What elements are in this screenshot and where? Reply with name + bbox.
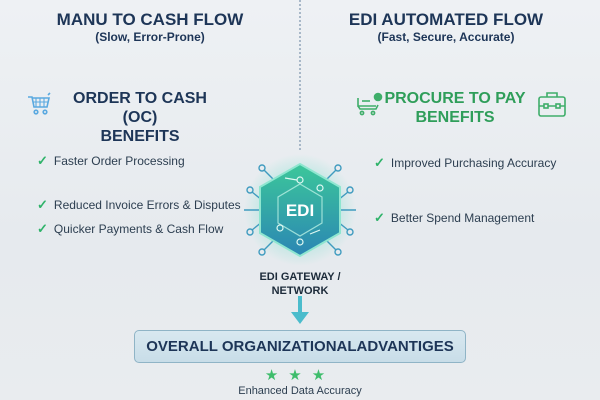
right-flow-title: EDI AUTOMATED FLOW bbox=[348, 10, 544, 29]
overall-advantages-banner: OVERALL ORGANIZATIONALADVANTIGES bbox=[134, 330, 466, 363]
benefit-label: Improved Purchasing Accuracy bbox=[390, 156, 557, 170]
rating-stars-icon: ★★★ bbox=[264, 367, 336, 384]
edi-gateway-icon: EDI bbox=[240, 150, 360, 275]
benefit-item: ✓ Reduced Invoice Errors & Disputes bbox=[37, 197, 241, 213]
center-divider bbox=[299, 0, 301, 150]
benefit-item: ✓ Quicker Payments & Cash Flow bbox=[37, 221, 223, 237]
benefit-label: Better Spend Management bbox=[390, 211, 535, 225]
right-flow-subtitle: (Fast, Secure, Accurate) bbox=[377, 30, 515, 44]
order-to-cash-title-line1: ORDER TO CASH (OC) bbox=[73, 90, 207, 126]
procure-to-pay-title: PROCURE TO PAY BENEFITS bbox=[380, 89, 530, 127]
checkmark-icon: ✓ bbox=[37, 221, 48, 236]
order-to-cash-title: ORDER TO CASH (OC) BENEFITS bbox=[55, 89, 225, 146]
shopping-cart-icon bbox=[26, 92, 52, 121]
order-to-cash-title-line2: BENEFITS bbox=[100, 128, 180, 145]
benefit-label: Faster Order Processing bbox=[53, 154, 185, 168]
enhanced-data-accuracy-caption: Enhanced Data Accuracy bbox=[238, 385, 362, 397]
benefit-item: ✓ Better Spend Management bbox=[374, 210, 534, 226]
checkmark-icon: ✓ bbox=[37, 153, 48, 168]
benefit-label: Reduced Invoice Errors & Disputes bbox=[53, 198, 241, 212]
down-arrow-icon bbox=[289, 296, 311, 331]
benefit-label: Quicker Payments & Cash Flow bbox=[53, 222, 224, 236]
checkmark-icon: ✓ bbox=[374, 210, 385, 225]
benefit-item: ✓ Improved Purchasing Accuracy bbox=[374, 155, 556, 171]
procurement-cart-icon bbox=[356, 92, 384, 121]
checkmark-icon: ✓ bbox=[374, 155, 385, 170]
edi-gateway-label-line1: EDI GATEWAY / bbox=[259, 271, 341, 283]
checkmark-icon: ✓ bbox=[37, 197, 48, 212]
left-flow-subtitle: (Slow, Error-Prone) bbox=[95, 30, 205, 44]
edi-gateway-label-line2: NETWORK bbox=[271, 285, 329, 297]
briefcase-icon bbox=[537, 90, 567, 123]
left-flow-title: MANU TO CASH FLOW bbox=[56, 10, 244, 29]
edi-gateway-label: EDI GATEWAY / NETWORK bbox=[240, 270, 360, 298]
procure-to-pay-title-line2: BENEFITS bbox=[415, 109, 495, 126]
procure-to-pay-title-line1: PROCURE TO PAY bbox=[384, 90, 526, 107]
edi-badge-text: EDI bbox=[286, 201, 314, 220]
benefit-item: ✓ Faster Order Processing bbox=[37, 153, 185, 169]
